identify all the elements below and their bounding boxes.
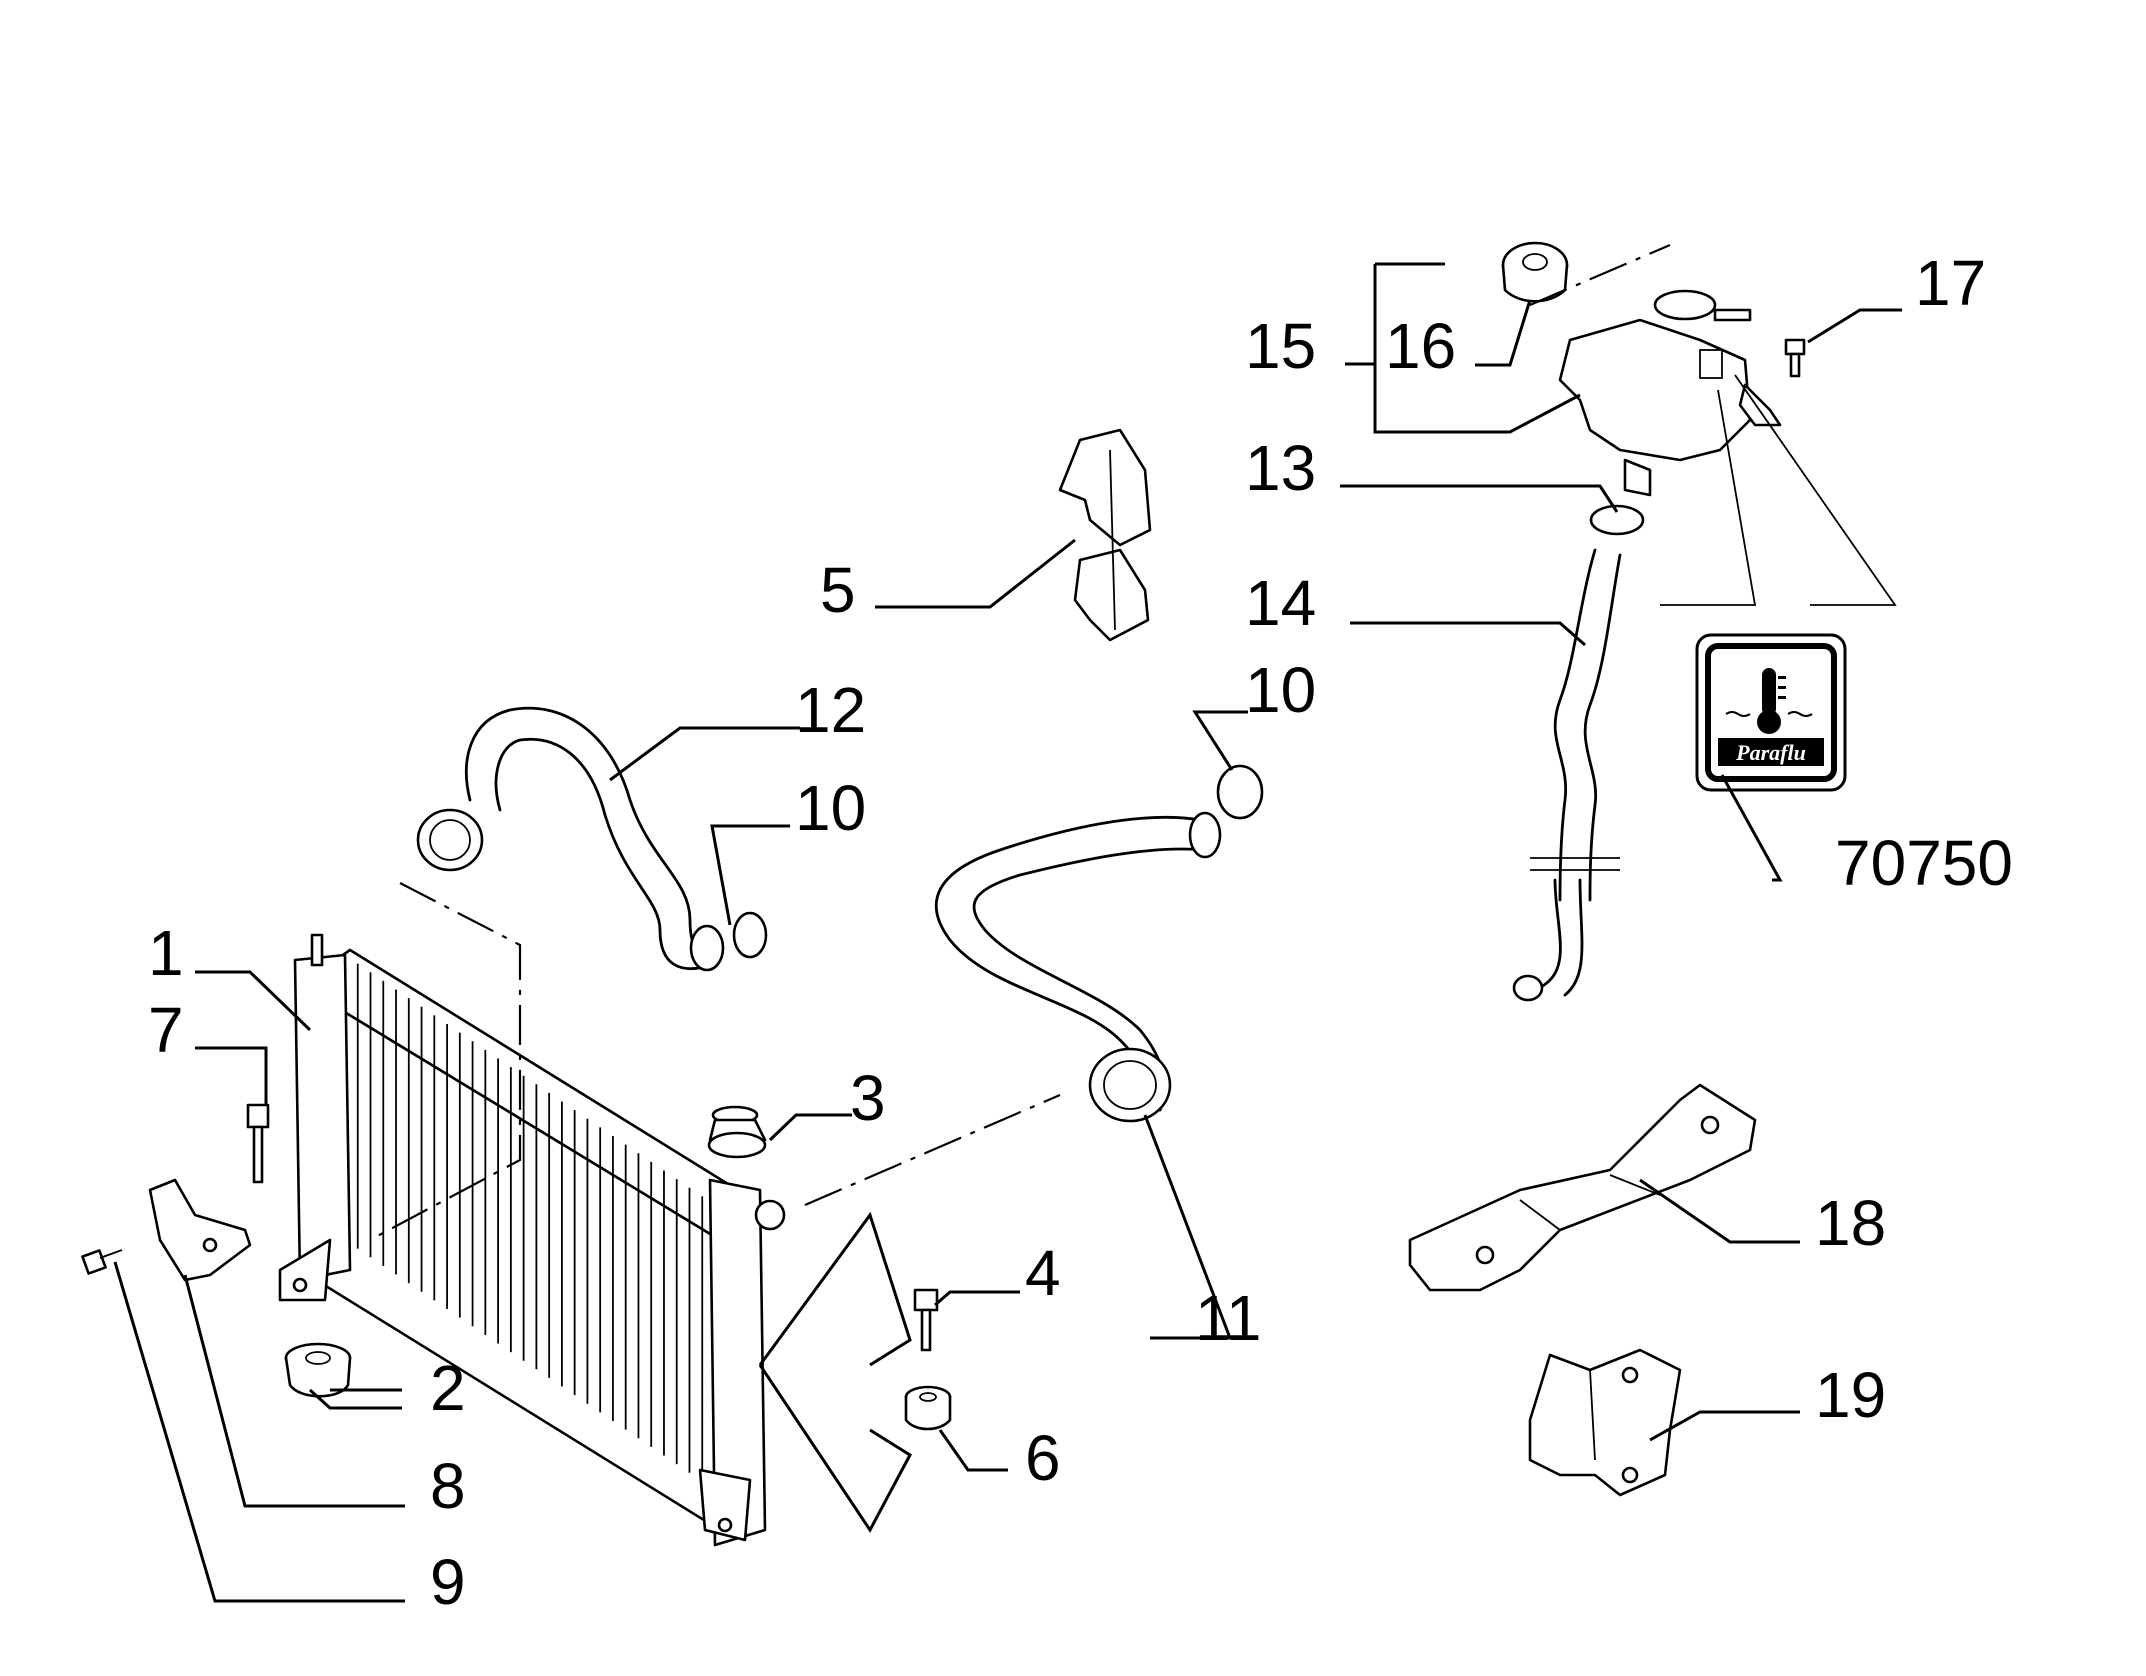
assembly-dash-lines: [369, 243, 1671, 1241]
callout-70750: 70750: [1835, 827, 2013, 899]
callout-10-left: 10: [795, 772, 866, 844]
radiator-upper-grommet: [707, 1105, 767, 1159]
callout-19: 19: [1815, 1359, 1886, 1431]
leader-lines: [113, 262, 1902, 1603]
callout-labels: 1 2 3 4 5 6 7 8 9 10 10 11 12 13 14 15 1…: [148, 247, 2013, 1618]
bolt-4: [913, 1288, 939, 1352]
callout-10-right: 10: [1245, 654, 1316, 726]
callout-3: 3: [850, 1062, 886, 1134]
rubber-bush: [904, 1385, 952, 1431]
callout-13: 13: [1245, 432, 1316, 504]
coolant-brand-label: Paraflu: [1735, 740, 1806, 765]
callout-6: 6: [1025, 1422, 1061, 1494]
tank-cap: [1501, 241, 1569, 303]
callout-4: 4: [1025, 1237, 1061, 1309]
tank-hose: [1512, 548, 1622, 1002]
bolt-7: [246, 1103, 270, 1184]
callout-12: 12: [795, 674, 866, 746]
callout-9: 9: [430, 1546, 466, 1618]
expansion-tank: [1558, 289, 1782, 497]
radiator: [278, 933, 786, 1547]
heat-shield-18: [1408, 1083, 1757, 1292]
callout-1: 1: [148, 917, 184, 989]
hose-support-bracket: [1058, 428, 1152, 642]
hose-clamp-left: [732, 911, 768, 959]
screw-17: [1784, 338, 1806, 378]
upper-hose: [416, 706, 725, 972]
hose-clamp-right: [1216, 764, 1264, 820]
coolant-badge: Paraflu: [1695, 633, 1847, 792]
callout-18: 18: [1815, 1187, 1886, 1259]
callout-16: 16: [1385, 310, 1456, 382]
small-hose-clamp: [1589, 504, 1645, 536]
callout-14: 14: [1245, 567, 1316, 639]
callout-7: 7: [148, 994, 184, 1066]
callout-2: 2: [430, 1352, 466, 1424]
callout-17: 17: [1915, 247, 1986, 319]
lower-hose: [934, 811, 1222, 1123]
radiator-lower-mount: [284, 1342, 352, 1398]
bracket-19: [1528, 1348, 1682, 1497]
callout-11: 11: [1195, 1282, 1261, 1354]
callout-15: 15: [1245, 310, 1316, 382]
callout-5: 5: [820, 554, 856, 626]
screw-9: [81, 1249, 123, 1275]
callout-8: 8: [430, 1450, 466, 1522]
thermometer-coolant-icon: [1725, 668, 1813, 734]
radiator-bracket: [148, 1178, 252, 1282]
